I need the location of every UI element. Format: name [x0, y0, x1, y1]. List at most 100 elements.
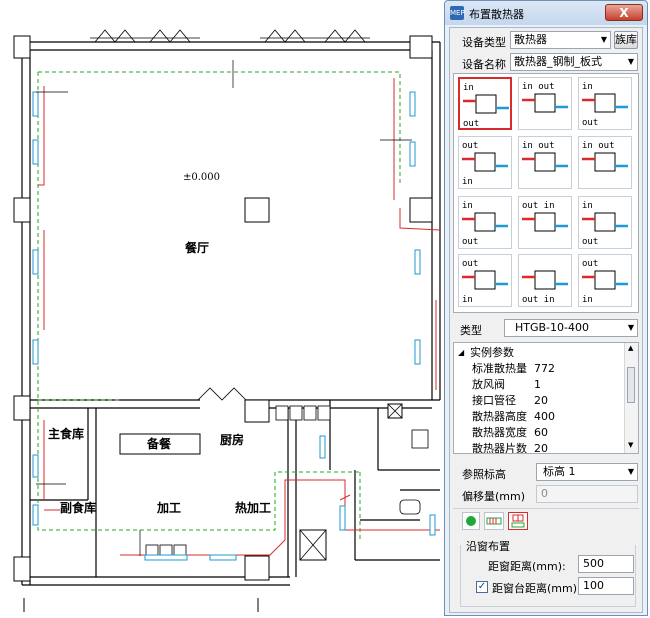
collapse-triangle-icon[interactable]: ◢	[458, 348, 465, 357]
tile-top-label: in	[462, 201, 473, 211]
tile-bottom-label: out	[462, 237, 478, 247]
device-type-value: 散热器	[514, 33, 547, 46]
sill-distance-checkbox[interactable]: ✓	[476, 581, 488, 593]
tile-top-label: in	[463, 83, 474, 93]
point-placement-button[interactable]	[462, 512, 480, 530]
radiator-connection-icon: in out	[463, 83, 509, 129]
close-button[interactable]: X	[605, 4, 643, 21]
property-row[interactable]: 散热器片数 20	[454, 441, 626, 454]
sill-distance-input[interactable]: 100	[578, 577, 634, 595]
property-row[interactable]: 散热器宽度 60	[454, 425, 626, 441]
property-row[interactable]: 放风阀 1	[454, 377, 626, 393]
connection-style-tile[interactable]: in out	[458, 77, 512, 130]
property-row[interactable]: 标准散热量 772	[454, 361, 626, 377]
connection-style-tile[interactable]: in out	[518, 77, 572, 130]
property-row[interactable]: 接口管径 20	[454, 393, 626, 409]
property-value[interactable]: 20	[534, 442, 548, 454]
connection-style-tile[interactable]: in out	[458, 196, 512, 249]
property-value[interactable]: 772	[534, 362, 555, 375]
device-name-value: 散热器_钢制_板式	[514, 55, 602, 68]
chevron-down-icon: ▼	[600, 35, 607, 44]
app-icon: MEP	[450, 6, 465, 20]
place-radiator-dialog: MEP 布置散热器 X 设备类型 散热器 ▼ 族库 设备名称 散热器_钢制_板式…	[444, 0, 648, 616]
type-label: 类型	[460, 324, 482, 337]
type-select[interactable]: HTGB-10-400 ▼	[504, 319, 638, 337]
connection-style-tile[interactable]: out in	[458, 136, 512, 189]
radiator-row-icon	[486, 517, 502, 525]
tile-bottom-label: out in	[522, 295, 555, 305]
connection-style-tile[interactable]: in out	[518, 136, 572, 189]
property-value[interactable]: 60	[534, 426, 548, 439]
tile-top-label: out	[462, 259, 478, 269]
row-placement-button[interactable]	[484, 512, 504, 530]
property-name: 散热器片数	[472, 442, 527, 454]
room-label-hot-processing: 热加工	[235, 500, 271, 515]
tile-bottom-label: out	[582, 237, 598, 247]
scroll-down-icon[interactable]: ▼	[628, 441, 634, 449]
tile-bottom-label: in	[462, 295, 473, 305]
dialog-title: 布置散热器	[469, 8, 524, 21]
connection-style-tile[interactable]: out in	[458, 254, 512, 307]
family-library-button[interactable]: 族库	[614, 31, 638, 49]
room-label-side-storage: 副食库	[60, 500, 96, 515]
connection-style-tile[interactable]: out in	[578, 254, 632, 307]
property-name: 散热器宽度	[472, 426, 527, 439]
connection-style-tile[interactable]: in out	[578, 136, 632, 189]
offset-input[interactable]: 0	[536, 485, 638, 503]
tile-bottom-label: out	[582, 118, 598, 128]
ref-level-value: 标高 1	[543, 465, 576, 478]
ref-level-select[interactable]: 标高 1 ▼	[536, 463, 638, 481]
ref-level-label: 参照标高	[462, 468, 506, 481]
along-window-button[interactable]	[508, 512, 528, 530]
radiator-connection-icon: in out	[522, 82, 568, 113]
tile-top-label: out in	[522, 201, 555, 211]
dialog-titlebar[interactable]: MEP 布置散热器 X	[445, 1, 647, 25]
window-distance-input[interactable]: 500	[578, 555, 634, 573]
room-label-prep: 备餐	[146, 436, 172, 451]
radiator-connection-icon: out in	[462, 141, 508, 187]
tile-top-label: in	[582, 82, 593, 92]
tile-bottom-label: in	[462, 177, 473, 187]
properties-grid[interactable]: ◢ 实例参数 标准散热量 772 放风阀 1 接口管径 20 散热器高度 400…	[453, 342, 639, 454]
radiator-connection-icon: in out	[522, 141, 568, 172]
radiator-connection-icon: out in	[522, 270, 568, 305]
scroll-up-icon[interactable]: ▲	[628, 344, 634, 352]
device-name-label: 设备名称	[462, 58, 506, 71]
elevation-label: ±0.000	[183, 172, 220, 183]
tile-bottom-label: in	[582, 295, 593, 305]
property-name: 标准散热量	[472, 362, 527, 375]
property-value[interactable]: 1	[534, 378, 541, 391]
room-label-kitchen: 厨房	[220, 432, 244, 447]
window-radiator-icon	[511, 514, 525, 528]
properties-scrollbar[interactable]: ▲ ▼	[624, 343, 638, 453]
connection-style-tile[interactable]: out in	[518, 254, 572, 307]
chevron-down-icon: ▼	[627, 467, 634, 476]
property-value[interactable]: 400	[534, 410, 555, 423]
property-value[interactable]: 20	[534, 394, 548, 407]
property-row[interactable]: 散热器高度 400	[454, 409, 626, 425]
chevron-down-icon: ▼	[627, 323, 634, 332]
tile-top-label: in	[582, 201, 593, 211]
tile-bottom-label: out	[463, 119, 479, 129]
connection-style-tile[interactable]: in out	[578, 77, 632, 130]
tile-top-label: in out	[522, 141, 555, 151]
device-type-select[interactable]: 散热器 ▼	[510, 31, 611, 49]
connection-style-tile[interactable]: in out	[578, 196, 632, 249]
tile-top-label: out	[582, 259, 598, 269]
property-name: 散热器高度	[472, 410, 527, 423]
chevron-down-icon: ▼	[627, 57, 634, 66]
window-distance-label: 距窗距离(mm):	[488, 560, 566, 573]
along-window-group-label: 沿窗布置	[466, 540, 510, 553]
device-name-select[interactable]: 散热器_钢制_板式 ▼	[510, 53, 638, 71]
room-label-main-storage: 主食库	[48, 426, 84, 441]
radiator-connection-icon: in out	[582, 141, 628, 172]
cad-floor-plan[interactable]: ±0.000 餐厅 主食库 备餐 厨房 副食库 加工 热加工	[0, 0, 446, 618]
connection-style-tile[interactable]: out in	[518, 196, 572, 249]
tile-top-label: in out	[582, 141, 615, 151]
tile-top-label: out	[462, 141, 478, 151]
properties-section-header[interactable]: ◢ 实例参数	[454, 345, 626, 361]
scrollbar-thumb[interactable]	[627, 367, 635, 403]
divider	[453, 508, 639, 509]
